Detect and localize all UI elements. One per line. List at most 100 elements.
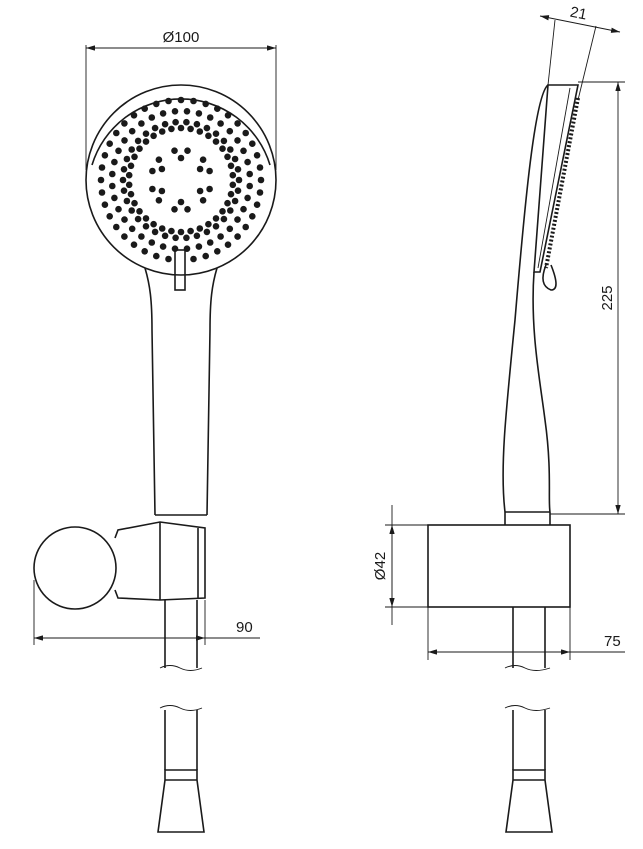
nozzle-dot	[224, 199, 231, 207]
nozzle-dot	[177, 228, 185, 236]
nozzle-dot	[121, 120, 128, 127]
hose-nut	[157, 769, 205, 833]
nozzle-dot	[97, 176, 105, 184]
nozzle-dot	[128, 146, 135, 153]
nozzle-dot	[234, 120, 241, 127]
nozzle-dot	[121, 233, 128, 240]
nozzle-dot	[101, 201, 109, 208]
nozzle-dot	[113, 129, 120, 137]
dim-head-height: 225	[599, 285, 616, 310]
nozzle-dot	[234, 233, 241, 240]
nozzle-dot	[203, 228, 211, 236]
nozzle-dot	[226, 127, 234, 135]
nozzle-dot	[231, 197, 239, 205]
nozzle-dot	[120, 166, 128, 173]
nozzle-dot	[234, 166, 242, 173]
nozzle-dot	[125, 171, 133, 179]
nozzle-dot	[212, 130, 220, 137]
front-view: Ø100 90	[33, 29, 277, 833]
nozzle-dot	[249, 213, 256, 220]
nozzle-dot	[111, 158, 118, 166]
nozzle-dot	[120, 187, 128, 194]
hose-break	[159, 665, 203, 711]
hose-break-side	[504, 665, 551, 711]
nozzle-dot	[123, 197, 131, 205]
nozzle-dot	[123, 155, 131, 163]
nozzle-dot	[127, 162, 135, 170]
nozzle-dot	[187, 125, 194, 133]
nozzle-dot	[109, 182, 116, 190]
nozzle-dot	[242, 129, 249, 137]
nozzle-dot	[165, 97, 172, 105]
nozzle-dot	[98, 189, 106, 196]
nozzle-dot	[217, 233, 224, 240]
holder-side	[427, 524, 571, 608]
nozzle-dot	[220, 137, 228, 145]
nozzle-dot	[128, 207, 135, 214]
nozzle-dot	[158, 128, 166, 135]
nozzle-dot	[229, 171, 237, 179]
nozzle-dot	[206, 167, 213, 175]
nozzle-dot	[183, 118, 190, 126]
nozzle-dot	[172, 234, 179, 242]
ext-line	[577, 25, 597, 101]
nozzle-dot	[171, 147, 178, 154]
face-plate	[537, 87, 571, 269]
nozzle-dot	[159, 243, 167, 250]
nozzle-dot	[183, 234, 190, 242]
nozzle-dot	[227, 162, 235, 170]
neck-side	[504, 512, 551, 525]
nozzle-dot	[177, 154, 185, 162]
nozzle-dot	[257, 176, 265, 184]
nozzle-dot	[256, 164, 264, 171]
nozzle-dot	[253, 152, 261, 159]
handle	[144, 267, 218, 516]
nozzle-dot	[202, 100, 209, 108]
dim-head-thickness: 21	[569, 4, 589, 24]
nozzle-dot	[165, 255, 172, 263]
nozzle-dot	[158, 165, 166, 173]
nozzle-dot	[193, 232, 201, 240]
nozzle-dot	[190, 255, 197, 263]
nozzle-dot	[205, 220, 212, 228]
nozzle-dot	[130, 241, 138, 248]
nozzle-dot	[142, 130, 150, 137]
nozzle-dot	[196, 128, 204, 135]
nozzle-dot	[161, 120, 169, 128]
nozzle-dot	[206, 114, 214, 121]
nozzle-dot	[148, 114, 156, 121]
nozzle-dot	[134, 215, 142, 223]
nozzle-dot	[115, 147, 122, 155]
handle-side	[502, 84, 551, 513]
nozzle-dot	[159, 110, 167, 117]
nozzle-dot	[227, 146, 234, 153]
nozzle-dot	[153, 252, 160, 260]
holder-body	[114, 521, 206, 601]
nozzle-dot	[214, 248, 221, 255]
nozzle-dot	[149, 185, 156, 193]
nozzle-dot	[212, 215, 220, 222]
nozzle-dot	[134, 137, 142, 145]
nozzle-dot	[168, 227, 175, 235]
nozzle-dot	[121, 216, 128, 223]
nozzle-dot	[101, 152, 109, 159]
nozzle-dot	[199, 156, 207, 163]
nozzle-dot	[234, 137, 241, 144]
nozzle-dot	[125, 181, 133, 189]
nozzle-dot	[202, 252, 209, 260]
nozzle-dot	[235, 176, 243, 184]
ext-line	[547, 19, 556, 86]
nozzle-dot	[128, 127, 136, 135]
nozzle-dot	[244, 158, 251, 166]
nozzle-dot	[138, 120, 145, 127]
nozzle-dot	[150, 132, 157, 140]
nozzle-dot	[240, 147, 247, 155]
nozzle-dot	[234, 216, 241, 223]
nozzle-dot	[227, 190, 235, 198]
dim-holder-projection: 90	[236, 619, 253, 636]
nozzle-dot	[184, 206, 191, 213]
dim-holder-diameter: Ø42	[372, 552, 389, 580]
nozzle-dot	[224, 241, 232, 248]
nozzle-dot	[240, 205, 247, 213]
